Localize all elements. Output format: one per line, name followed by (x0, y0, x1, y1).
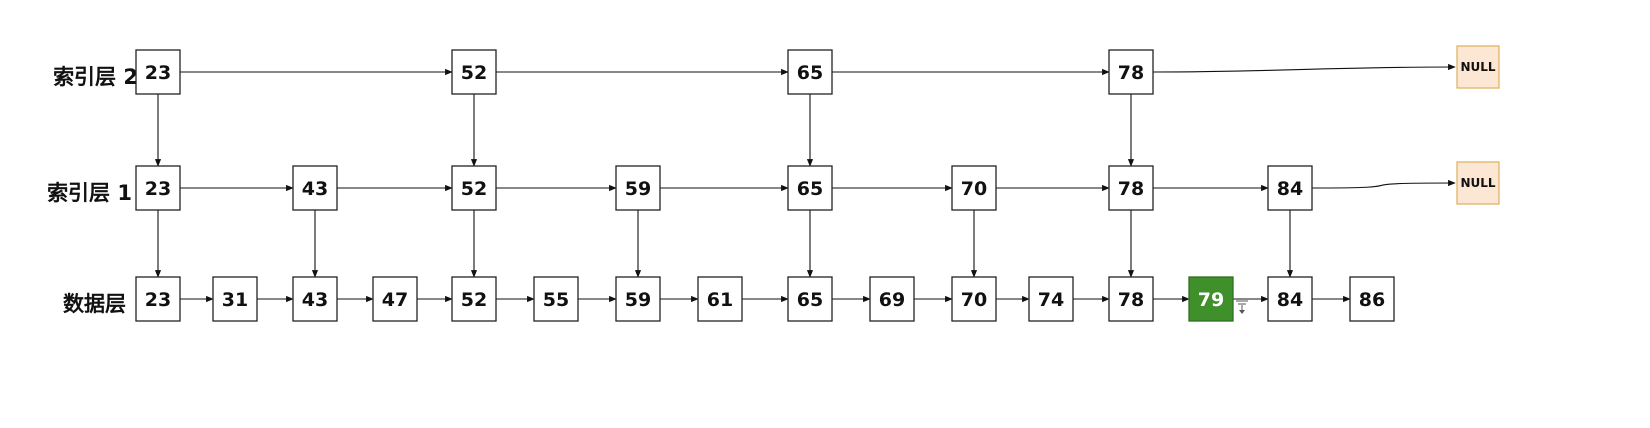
node-level-2-value-43: 43 (292, 276, 338, 322)
node-value: 55 (543, 289, 569, 311)
null-box (1456, 161, 1500, 205)
node-value: 43 (302, 178, 328, 200)
node-value: 59 (625, 289, 651, 311)
node-value: 52 (461, 178, 487, 200)
node-value: 65 (797, 289, 823, 311)
node-value: 78 (1118, 62, 1144, 84)
node-value: 61 (707, 289, 733, 311)
node-box (451, 49, 497, 95)
insert-cursor-icon (1236, 300, 1248, 314)
node-level-1-value-59: 59 (615, 165, 661, 211)
node-level-2-value-47: 47 (372, 276, 418, 322)
node-value: 52 (461, 289, 487, 311)
node-box (1267, 165, 1313, 211)
node-level-2-value-31: 31 (212, 276, 258, 322)
node-value: 65 (797, 62, 823, 84)
node-box (951, 276, 997, 322)
node-level-2-value-70: 70 (951, 276, 997, 322)
node-level-2-value-78: 78 (1108, 276, 1154, 322)
node-box (451, 276, 497, 322)
node-level-2-value-69: 69 (869, 276, 915, 322)
node-box (787, 49, 833, 95)
node-box (951, 165, 997, 211)
node-value: 65 (797, 178, 823, 200)
node-value: 70 (961, 289, 987, 311)
node-level-0-value-78: 78 (1108, 49, 1154, 95)
node-box (212, 276, 258, 322)
node-value: 70 (961, 178, 987, 200)
node-box (1028, 276, 1074, 322)
node-level-1-value-70: 70 (951, 165, 997, 211)
null-label: NULL (1460, 60, 1495, 74)
node-value: 23 (145, 289, 171, 311)
node-box (787, 276, 833, 322)
node-value: 23 (145, 178, 171, 200)
level-label-index-1: 索引层 1 (47, 181, 132, 205)
node-box (372, 276, 418, 322)
node-level-1-value-52: 52 (451, 165, 497, 211)
node-value: 78 (1118, 178, 1144, 200)
node-level-2-value-23: 23 (135, 276, 181, 322)
node-box (292, 276, 338, 322)
node-box (615, 165, 661, 211)
node-box (1108, 276, 1154, 322)
node-value: 79 (1198, 289, 1224, 311)
null-terminal-level-1: NULL (1456, 161, 1500, 205)
node-box (787, 165, 833, 211)
node-value: 43 (302, 289, 328, 311)
node-level-0-value-65: 65 (787, 49, 833, 95)
node-box (615, 276, 661, 322)
null-terminal-level-0: NULL (1456, 45, 1500, 89)
node-level-1-value-78: 78 (1108, 165, 1154, 211)
null-label: NULL (1460, 176, 1495, 190)
node-level-2-value-86: 86 (1349, 276, 1395, 322)
null-pointer-arrow (1311, 179, 1456, 189)
node-level-0-value-23: 23 (135, 49, 181, 95)
node-level-1-value-84: 84 (1267, 165, 1313, 211)
node-box (135, 165, 181, 211)
node-value: 86 (1359, 289, 1385, 311)
node-box (451, 165, 497, 211)
node-level-2-value-84: 84 (1267, 276, 1313, 322)
level-label-data: 数据层 (63, 292, 126, 316)
node-value: 84 (1277, 289, 1303, 311)
node-value: 84 (1277, 178, 1303, 200)
highlighted-node-box (1188, 276, 1234, 322)
node-box (1349, 276, 1395, 322)
node-box (1108, 49, 1154, 95)
edges (154, 63, 1456, 303)
null-box (1456, 45, 1500, 89)
node-box (1267, 276, 1313, 322)
node-level-2-value-55: 55 (533, 276, 579, 322)
node-level-2-value-79: 79 (1188, 276, 1234, 322)
node-value: 23 (145, 62, 171, 84)
node-value: 78 (1118, 289, 1144, 311)
node-level-2-value-52: 52 (451, 276, 497, 322)
node-box (533, 276, 579, 322)
node-box (135, 276, 181, 322)
node-level-1-value-43: 43 (292, 165, 338, 211)
node-box (1108, 165, 1154, 211)
node-value: 47 (382, 289, 408, 311)
node-box (869, 276, 915, 322)
node-level-2-value-65: 65 (787, 276, 833, 322)
node-level-1-value-65: 65 (787, 165, 833, 211)
node-level-0-value-52: 52 (451, 49, 497, 95)
node-value: 52 (461, 62, 487, 84)
node-value: 59 (625, 178, 651, 200)
node-box (135, 49, 181, 95)
node-box (697, 276, 743, 322)
node-value: 74 (1038, 289, 1064, 311)
node-level-2-value-59: 59 (615, 276, 661, 322)
node-level-2-value-74: 74 (1028, 276, 1074, 322)
level-label-index-2: 索引层 2 (53, 65, 138, 89)
node-level-1-value-23: 23 (135, 165, 181, 211)
null-pointer-arrow (1152, 63, 1456, 73)
node-value: 69 (879, 289, 905, 311)
node-value: 31 (222, 289, 248, 311)
node-level-2-value-61: 61 (697, 276, 743, 322)
node-box (292, 165, 338, 211)
